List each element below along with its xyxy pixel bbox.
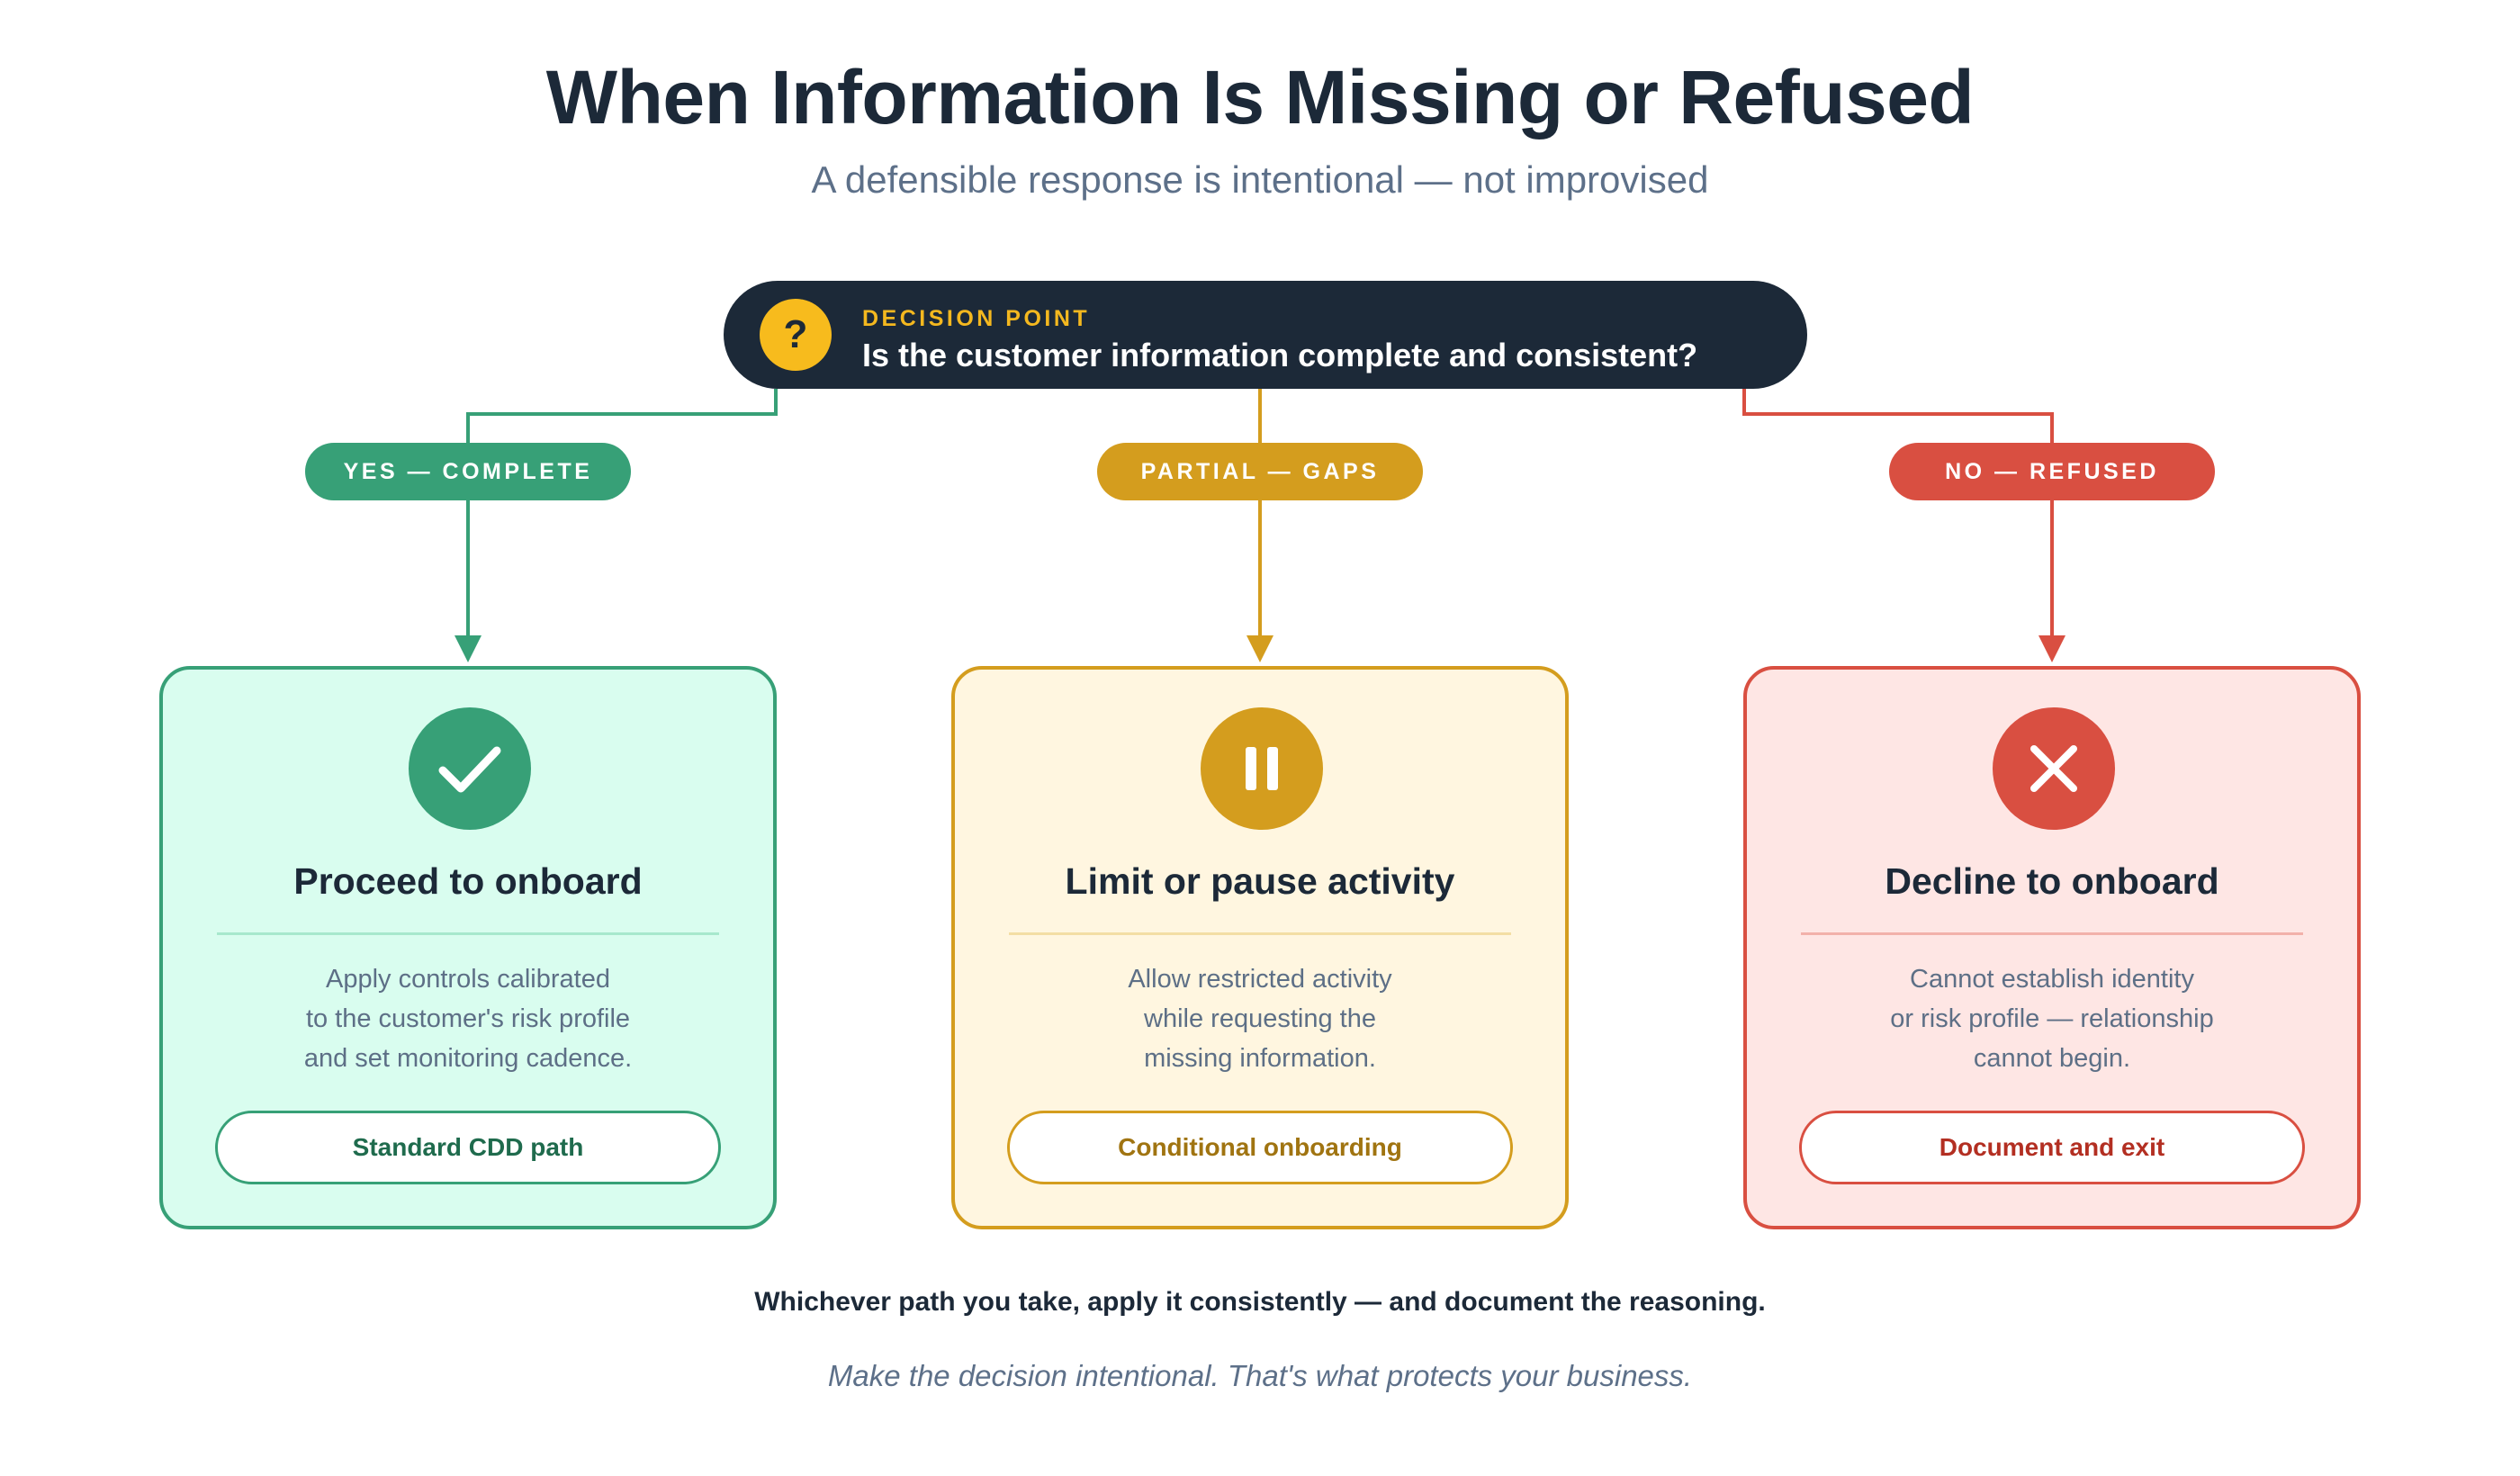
- card-title: Proceed to onboard: [293, 860, 643, 902]
- standard-cdd-path-button[interactable]: Standard CDD path: [215, 1111, 721, 1184]
- question-icon: ?: [760, 299, 832, 371]
- card-description: Apply controls calibrated to the custome…: [303, 965, 633, 1073]
- pill-no-refused: NO — REFUSED: [1889, 443, 2215, 500]
- footer-note: Make the decision intentional. That's wh…: [827, 1359, 1693, 1392]
- connector-no: [1742, 389, 2054, 635]
- footer-statement: Whichever path you take, apply it consis…: [754, 1287, 1766, 1317]
- card-description: Allow restricted activity while requesti…: [1128, 965, 1392, 1073]
- checkmark-icon: [409, 707, 531, 830]
- card-divider: [1801, 932, 2303, 935]
- card-divider: [217, 932, 719, 935]
- connector-yes: [466, 389, 778, 635]
- pill-partial-gaps: PARTIAL — GAPS: [1097, 443, 1423, 500]
- card-title: Limit or pause activity: [1065, 860, 1455, 902]
- conditional-onboarding-button[interactable]: Conditional onboarding: [1007, 1111, 1513, 1184]
- page-subtitle: A defensible response is intentional — n…: [811, 158, 1709, 201]
- card-limit: Limit or pause activity Allow restricted…: [951, 666, 1569, 1229]
- card-proceed: Proceed to onboard Apply controls calibr…: [159, 666, 777, 1229]
- decision-question: Is the customer information complete and…: [862, 337, 1698, 374]
- pill-yes-complete: YES — COMPLETE: [305, 443, 631, 500]
- page-title: When Information Is Missing or Refused: [545, 55, 1975, 140]
- arrowhead-yes: [454, 635, 482, 662]
- card-decline: Decline to onboard Cannot establish iden…: [1743, 666, 2361, 1229]
- card-divider: [1009, 932, 1511, 935]
- card-title: Decline to onboard: [1885, 860, 2219, 902]
- card-description: Cannot establish identity or risk profil…: [1890, 965, 2214, 1073]
- decision-point-banner: ? DECISION POINT Is the customer informa…: [724, 281, 1807, 389]
- pause-icon: [1201, 707, 1323, 830]
- x-icon: [1993, 707, 2115, 830]
- decision-kicker: DECISION POINT: [862, 306, 1091, 331]
- document-and-exit-button[interactable]: Document and exit: [1799, 1111, 2305, 1184]
- arrowhead-partial: [1246, 635, 1274, 662]
- arrowhead-no: [2038, 635, 2066, 662]
